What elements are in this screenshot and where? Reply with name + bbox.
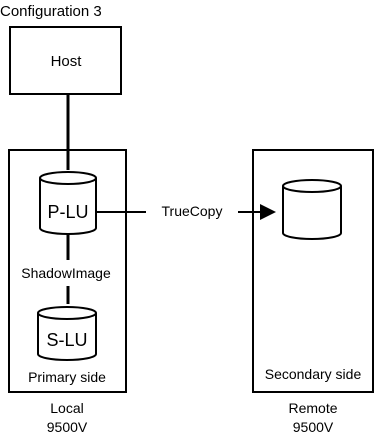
host-node: Host	[9, 26, 122, 95]
local-storage-node: P-LU ShadowImage S-LU Primary side	[8, 149, 127, 393]
truecopy-label: TrueCopy	[162, 203, 223, 219]
local-site-label: Local	[50, 400, 83, 416]
primary-volume-top	[39, 171, 97, 185]
truecopy-link: TrueCopy	[96, 203, 276, 220]
remote-volume-body	[282, 186, 342, 240]
remote-site-label: Remote	[288, 400, 337, 416]
shadowimage-label: ShadowImage	[21, 265, 111, 281]
primary-volume-label: P-LU	[47, 202, 88, 222]
secondary-volume-label: S-LU	[46, 330, 87, 350]
secondary-volume-cylinder: S-LU	[37, 306, 97, 361]
remote-volume-top	[282, 179, 342, 193]
secondary-volume-top	[37, 306, 97, 320]
remote-volume-cylinder	[282, 179, 342, 240]
host-box	[9, 26, 122, 95]
remote-storage-node: Secondary side	[252, 149, 374, 393]
host-label: Host	[51, 53, 83, 70]
primary-volume-cylinder: P-LU	[39, 171, 97, 235]
secondary-volume-body	[37, 313, 97, 361]
local-model-label: 9500V	[47, 419, 88, 435]
secondary-side-label: Secondary side	[265, 366, 362, 382]
truecopy-arrowhead	[260, 204, 276, 220]
remote-storage-box	[252, 149, 374, 393]
diagram-title: Configuration 3	[0, 3, 102, 20]
primary-side-label: Primary side	[28, 369, 106, 385]
remote-model-label: 9500V	[293, 419, 334, 435]
